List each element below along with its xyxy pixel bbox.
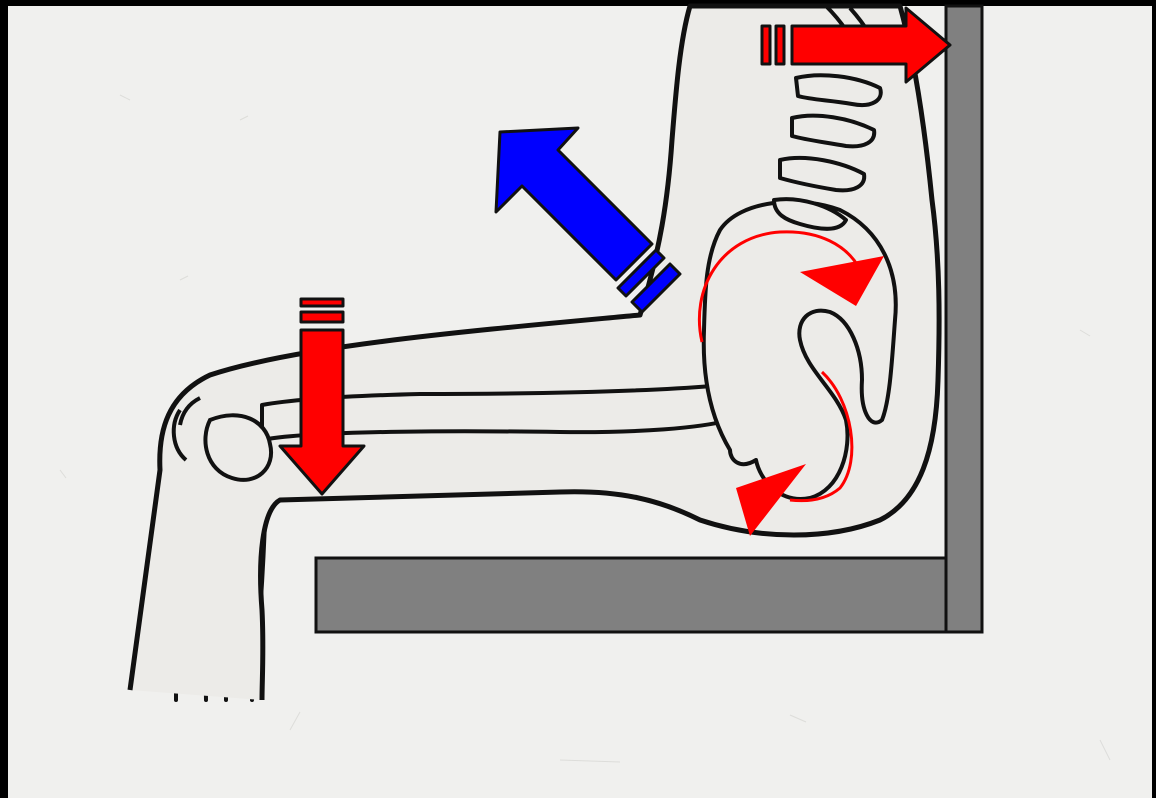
- chair-seat: [316, 558, 946, 632]
- chair-backrest: [946, 6, 982, 632]
